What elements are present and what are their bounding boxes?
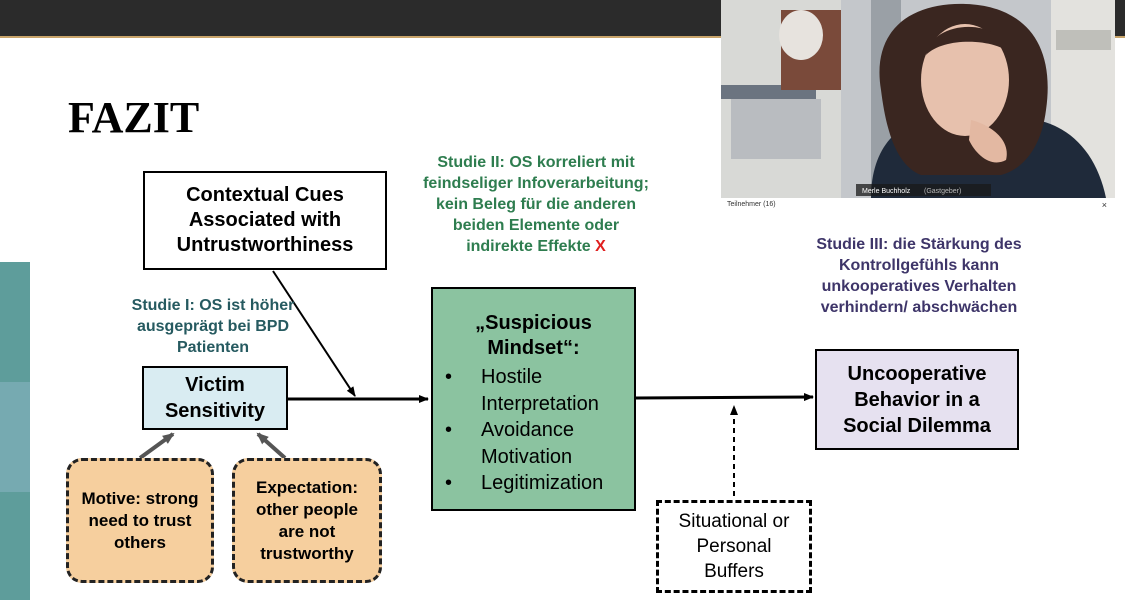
- buffers-label: Situational or Personal Buffers: [678, 511, 790, 582]
- slide-edge-decoration-3: [0, 492, 30, 600]
- participant-video-panel[interactable]: Merle Buchholz (Gastgeber) Teilnehmer (1…: [721, 0, 1115, 212]
- close-icon[interactable]: ×: [1101, 200, 1107, 210]
- participant-role-tag: (Gastgeber): [924, 188, 961, 195]
- study-1-note: Studie I: OS ist höher ausgeprägt bei BP…: [128, 295, 298, 358]
- study-3-text: Studie III: die Stärkung des Kontrollgef…: [816, 236, 1022, 316]
- participants-bar[interactable]: Teilnehmer (16) ×: [721, 198, 1115, 212]
- study-2-text: Studie II: OS korreliert mit feindselige…: [423, 154, 649, 255]
- study-3-note: Studie III: die Stärkung des Kontrollgef…: [808, 234, 1030, 318]
- mindset-item-avoidance: Avoidance Motivation: [445, 417, 635, 470]
- expectation-box: Expectation: other people are not trustw…: [232, 458, 382, 583]
- suspicious-mindset-box: „Suspicious Mindset“: Hostile Interpreta…: [431, 287, 636, 511]
- participants-count-label: Teilnehmer (16): [727, 201, 776, 208]
- arrow-mindset-to-behavior: [635, 393, 814, 402]
- motive-label: Motive: strong need to trust others: [81, 488, 199, 552]
- victim-sensitivity-box: Victim Sensitivity: [142, 366, 288, 430]
- study-2-note: Studie II: OS korreliert mit feindselige…: [420, 152, 652, 257]
- participant-name-tag: Merle Buchholz: [862, 188, 911, 195]
- suspicious-mindset-title: „Suspicious Mindset“:: [475, 312, 592, 359]
- mindset-item-legitimization: Legitimization: [445, 470, 635, 497]
- slide-title: FAZIT: [68, 93, 200, 142]
- buffers-box: Situational or Personal Buffers: [656, 500, 812, 593]
- contextual-cues-label: Contextual Cues Associated with Untrustw…: [176, 184, 354, 256]
- study-1-text: Studie I: OS ist höher ausgeprägt bei BP…: [131, 297, 295, 356]
- arrow-expectation-to-victim: [256, 432, 287, 460]
- uncooperative-behavior-box: Uncooperative Behavior in a Social Dilem…: [815, 349, 1019, 450]
- slide-edge-decoration: [0, 262, 30, 382]
- participant-video-image: Merle Buchholz (Gastgeber): [721, 0, 1115, 198]
- expectation-label: Expectation: other people are not trustw…: [255, 477, 359, 563]
- mindset-list: Hostile Interpretation Avoidance Motivat…: [445, 364, 635, 497]
- slide-edge-decoration-2: [0, 382, 30, 492]
- arrow-motive-to-victim: [138, 432, 175, 460]
- participant-video-feed: Merle Buchholz (Gastgeber): [721, 0, 1115, 198]
- arrow-cues-to-path: [272, 270, 356, 397]
- victim-sensitivity-label: Victim Sensitivity: [164, 374, 266, 422]
- uncooperative-behavior-label: Uncooperative Behavior in a Social Dilem…: [843, 362, 991, 437]
- top-accent-line: [0, 36, 1125, 38]
- contextual-cues-box: Contextual Cues Associated with Untrustw…: [143, 171, 387, 270]
- motive-box: Motive: strong need to trust others: [66, 458, 214, 583]
- mindset-item-hostile: Hostile Interpretation: [445, 364, 635, 417]
- study-2-x-mark: X: [595, 238, 606, 255]
